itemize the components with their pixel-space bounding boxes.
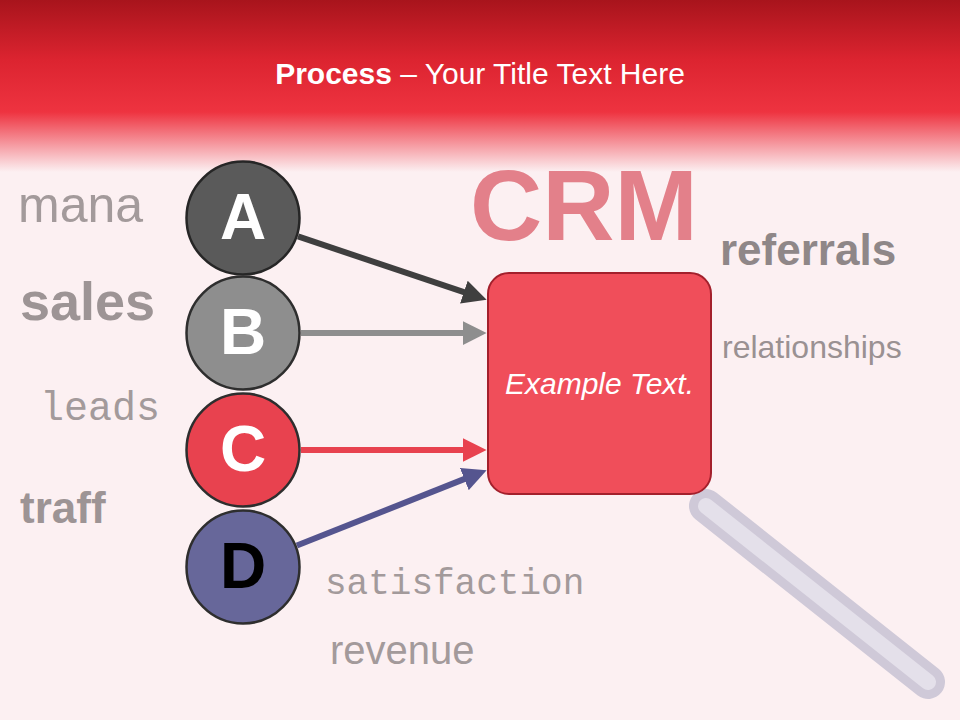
process-box: Example Text. <box>487 272 712 495</box>
step-letter: D <box>220 525 266 608</box>
arrow-connector <box>301 447 465 453</box>
watermark-word: sales <box>20 272 155 331</box>
text-holder: B <box>185 275 301 391</box>
title-rest: – Your Title Text Here <box>392 57 685 90</box>
text-holder: Example Text. <box>489 274 710 493</box>
handle-highlight <box>706 506 928 682</box>
step-circle: D <box>185 509 301 625</box>
arrow-connector <box>298 236 466 292</box>
text-holder: D <box>185 509 301 625</box>
watermark-word: mana <box>18 178 143 233</box>
circle-fill <box>187 277 300 390</box>
watermark-word: satisfaction <box>325 565 584 605</box>
watermark-word: traff <box>20 484 106 532</box>
watermark-word: relationships <box>722 330 902 365</box>
slide-title: Process – Your Title Text Here <box>0 56 960 92</box>
circle-fill <box>187 511 300 624</box>
circle-fill <box>187 394 300 507</box>
step-letter: A <box>220 176 266 259</box>
box-text: Example Text. <box>505 364 694 403</box>
watermark-word: leads <box>40 388 160 432</box>
watermark-word: revenue <box>330 628 475 672</box>
circle-fill <box>187 162 300 275</box>
step-circle: B <box>185 275 301 391</box>
step-letter: B <box>220 291 266 374</box>
step-letter: C <box>220 408 266 491</box>
text-holder: C <box>185 392 301 508</box>
title-lead: Process <box>275 57 392 90</box>
watermark-word: referrals <box>720 226 896 274</box>
step-circle: A <box>185 160 301 276</box>
arrow-connector <box>301 330 465 336</box>
magnifier-handle <box>706 506 928 682</box>
watermark-word: CRM <box>470 150 698 260</box>
arrow-connector <box>297 478 467 545</box>
step-circle: C <box>185 392 301 508</box>
text-holder: A <box>185 160 301 276</box>
